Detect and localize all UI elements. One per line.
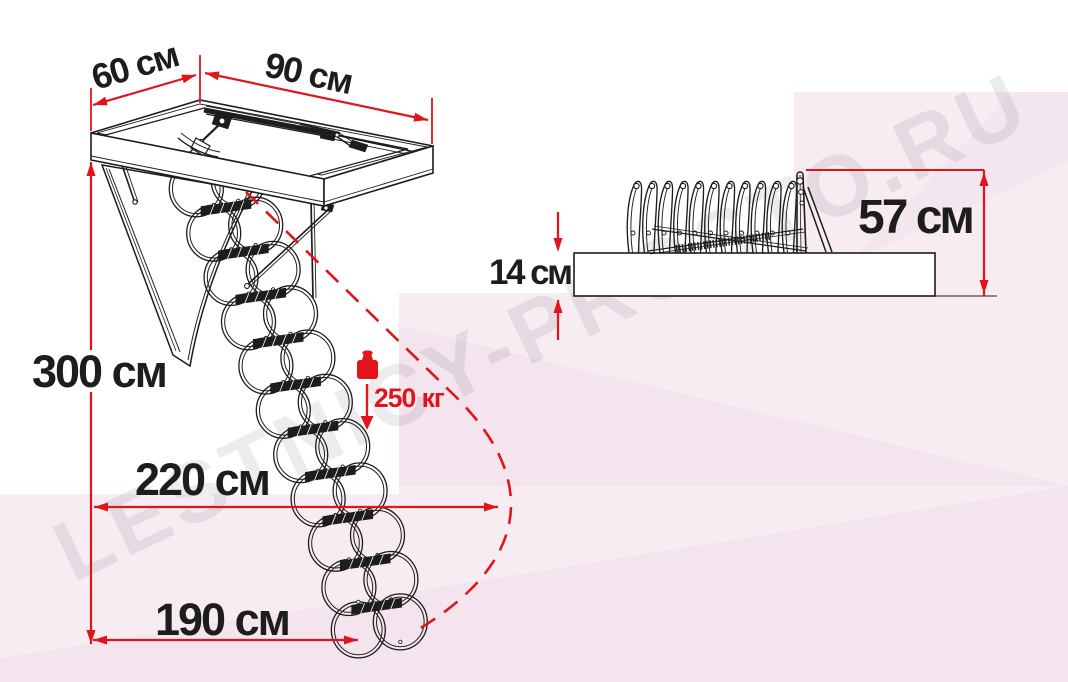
svg-text:57 см: 57 см [858,191,972,244]
svg-text:250 кг: 250 кг [374,383,445,413]
svg-text:190 см: 190 см [155,594,289,645]
svg-text:300 см: 300 см [32,346,166,397]
svg-text:14 см: 14 см [489,253,571,292]
svg-text:220 см: 220 см [135,454,269,505]
